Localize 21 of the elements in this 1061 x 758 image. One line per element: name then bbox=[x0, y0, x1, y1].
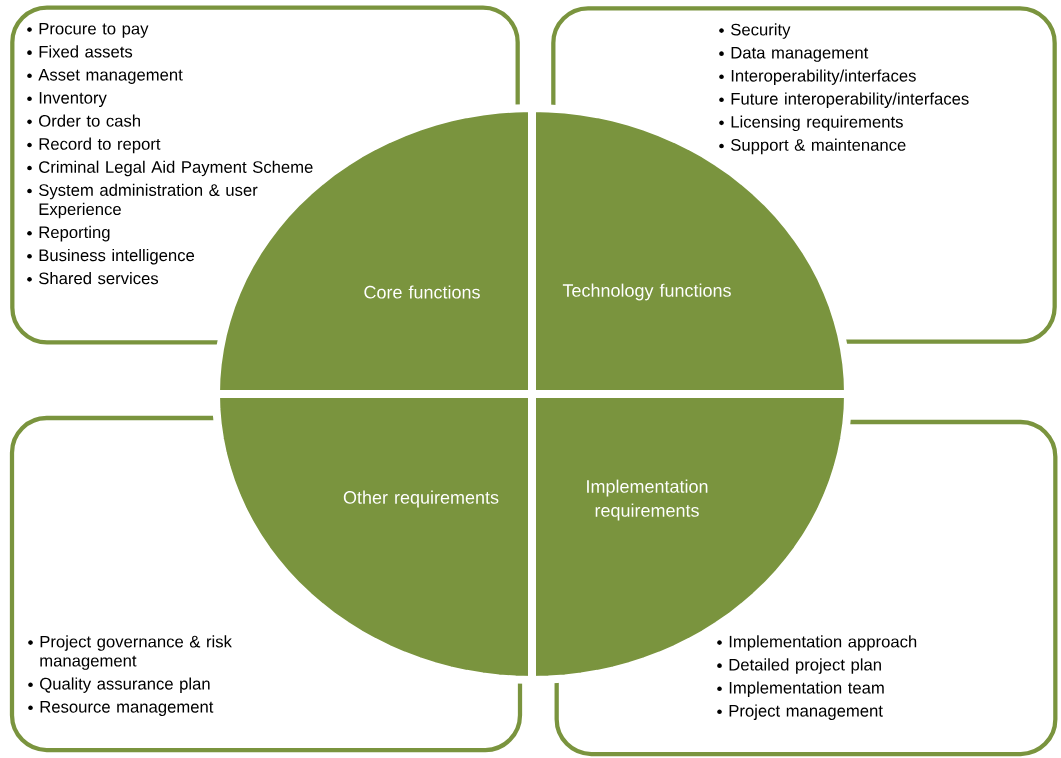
bullet-item: Future interoperability/interfaces bbox=[719, 92, 969, 108]
bullet-item: Reporting bbox=[27, 225, 110, 242]
bullet-item: Resource management bbox=[28, 701, 214, 716]
bullet-item: Data management bbox=[719, 46, 869, 62]
bullet-item: System administration & user Experience bbox=[27, 183, 258, 219]
bullet-item: Shared services bbox=[27, 272, 159, 285]
bullet-item: Inventory bbox=[27, 92, 107, 107]
bullet-item: Fixed assets bbox=[27, 45, 133, 58]
bullet-item: Record to report bbox=[27, 137, 161, 154]
bullet-item: Quality assurance plan bbox=[28, 677, 210, 693]
bullet-item: Licensing requirements bbox=[719, 115, 903, 132]
bullet-item: Support & maintenance bbox=[719, 138, 906, 155]
bullet-item: Business intelligence bbox=[27, 248, 195, 265]
bullet-item: Procure to pay bbox=[27, 22, 149, 38]
bullet-item: Criminal Legal Aid Payment Scheme bbox=[27, 160, 313, 177]
bullet-item: Interoperability/interfaces bbox=[719, 69, 916, 85]
bullet-item: Order to cash bbox=[27, 114, 140, 127]
bullet-item: Security bbox=[719, 23, 791, 39]
bullet-item: Project management bbox=[717, 704, 883, 720]
bullet-item: Asset management bbox=[27, 69, 183, 84]
bullet-item: Project governance & risk management bbox=[28, 635, 232, 670]
